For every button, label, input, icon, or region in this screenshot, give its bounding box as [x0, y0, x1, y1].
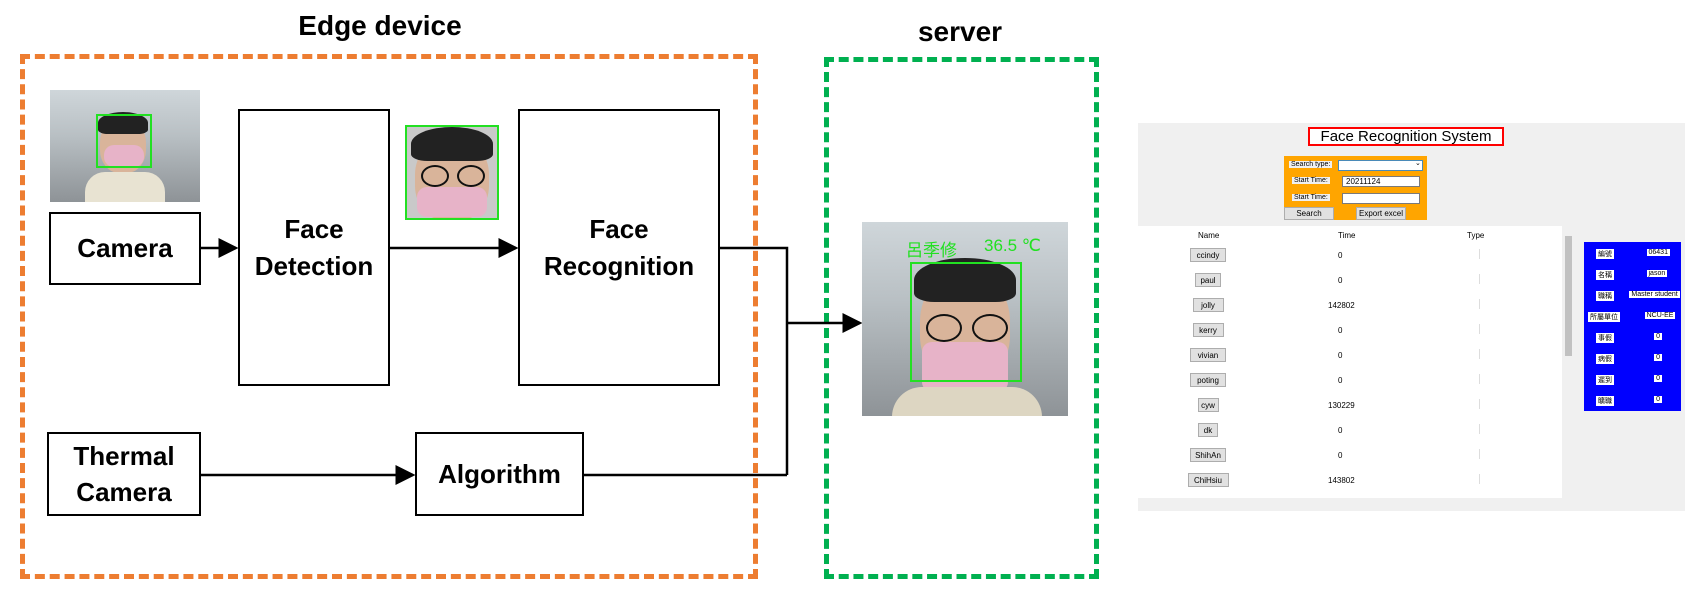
- time-cell: 0: [1338, 451, 1343, 460]
- time-cell: 142802: [1328, 301, 1355, 310]
- time-cell: 0: [1338, 426, 1343, 435]
- edge-device-boundary: [20, 54, 758, 579]
- table-row[interactable]: vivian 0: [1138, 348, 1562, 364]
- info-value: 06431: [1646, 249, 1670, 256]
- line-recognition-out: [720, 246, 789, 475]
- app-title: Face Recognition System: [1308, 127, 1504, 146]
- info-label: 曠職: [1596, 396, 1614, 406]
- server-boundary: [824, 57, 1099, 579]
- camera-block: Camera: [49, 212, 201, 285]
- column-header-name: Name: [1198, 231, 1220, 240]
- table-row[interactable]: dk 0: [1138, 423, 1562, 439]
- info-label: 職稱: [1596, 291, 1614, 301]
- name-button[interactable]: ShihAn: [1190, 448, 1226, 462]
- scrollbar-thumb[interactable]: [1565, 236, 1572, 356]
- start-time-label: Start Time:: [1292, 177, 1330, 184]
- server-result-image: 呂季修 36.5 ℃: [862, 222, 1068, 416]
- employee-info-panel: 編號 06431 名稱 jason 職稱 Master student 所屬單位 NC…: [1584, 242, 1681, 411]
- face-recognition-block: Face Recognition: [518, 109, 720, 386]
- info-value: NCU-EE: [1644, 312, 1676, 319]
- type-cell: [1479, 324, 1480, 334]
- name-button[interactable]: vivian: [1190, 348, 1226, 362]
- info-label: 事假: [1596, 333, 1614, 343]
- type-cell: [1479, 449, 1480, 459]
- info-value: 0: [1654, 396, 1662, 403]
- time-cell: 0: [1338, 376, 1343, 385]
- type-cell: [1479, 249, 1480, 259]
- overlay-name: 呂季修: [906, 241, 957, 260]
- table-row[interactable]: cyw 130229: [1138, 398, 1562, 414]
- info-value: Master student: [1629, 291, 1680, 298]
- time-cell: 130229: [1328, 401, 1355, 410]
- info-value: jason: [1646, 270, 1668, 277]
- name-button[interactable]: dk: [1198, 423, 1218, 437]
- name-button[interactable]: cyw: [1197, 398, 1219, 412]
- name-button[interactable]: kerry: [1192, 323, 1224, 337]
- info-label: 病假: [1596, 354, 1614, 364]
- time-cell: 0: [1338, 251, 1343, 260]
- table-scrollbar[interactable]: [1563, 226, 1574, 498]
- name-button[interactable]: poting: [1190, 373, 1226, 387]
- search-form: Search type: ⌄ Start Time: 20211124 Star…: [1284, 156, 1427, 220]
- info-label: 名稱: [1596, 270, 1614, 280]
- type-cell: [1479, 299, 1480, 309]
- name-button[interactable]: paul: [1195, 273, 1221, 287]
- name-button[interactable]: ccindy: [1190, 248, 1226, 262]
- start-time-2-input[interactable]: [1342, 193, 1420, 204]
- info-label: 編號: [1596, 249, 1614, 259]
- start-time-input[interactable]: 20211124: [1342, 176, 1420, 187]
- detected-face-image: [405, 125, 499, 220]
- table-row[interactable]: kerry 0: [1138, 323, 1562, 339]
- time-cell: 143802: [1328, 476, 1355, 485]
- face-recognition-app: Face Recognition System Search type: ⌄ S…: [1138, 123, 1685, 511]
- chevron-down-icon: ⌄: [1415, 160, 1421, 167]
- type-cell: [1479, 474, 1480, 484]
- info-value: 0: [1654, 333, 1662, 340]
- thermal-camera-block: Thermal Camera: [47, 432, 201, 516]
- type-cell: [1479, 399, 1480, 409]
- server-title: server: [917, 16, 1003, 47]
- info-label: 遲到: [1596, 375, 1614, 385]
- algorithm-block: Algorithm: [415, 432, 584, 516]
- table-row[interactable]: ShihAn 0: [1138, 448, 1562, 464]
- info-label: 所屬單位: [1588, 312, 1620, 322]
- info-value: 0: [1654, 354, 1662, 361]
- column-header-type: Type: [1467, 231, 1485, 240]
- export-excel-button[interactable]: Export excel: [1356, 207, 1406, 220]
- type-cell: [1479, 349, 1480, 359]
- time-cell: 0: [1338, 326, 1343, 335]
- table-row[interactable]: ChiHsiu 143802: [1138, 473, 1562, 489]
- overlay-temperature: 36.5 ℃: [984, 236, 1041, 255]
- edge-device-title: Edge device: [298, 10, 462, 41]
- type-cell: [1479, 424, 1480, 434]
- name-button[interactable]: ChiHsiu: [1187, 473, 1229, 487]
- table-row[interactable]: poting 0: [1138, 373, 1562, 389]
- records-table: Name Time Type ccindy 0 paul 0 jolly 142…: [1138, 226, 1562, 498]
- face-detection-block: Face Detection: [238, 109, 390, 386]
- search-type-select[interactable]: [1338, 160, 1423, 171]
- type-cell: [1479, 374, 1480, 384]
- table-row[interactable]: jolly 142802: [1138, 298, 1562, 314]
- time-cell: 0: [1338, 351, 1343, 360]
- search-type-label: Search type:: [1289, 161, 1333, 168]
- column-header-time: Time: [1338, 231, 1356, 240]
- search-button[interactable]: Search: [1284, 207, 1334, 220]
- table-row[interactable]: paul 0: [1138, 273, 1562, 289]
- camera-frame-image: [50, 90, 200, 202]
- name-button[interactable]: jolly: [1192, 298, 1224, 312]
- table-row[interactable]: ccindy 0: [1138, 248, 1562, 264]
- info-value: 0: [1654, 375, 1662, 382]
- time-cell: 0: [1338, 276, 1343, 285]
- type-cell: [1479, 274, 1480, 284]
- start-time-2-label: Start Time:: [1292, 194, 1330, 201]
